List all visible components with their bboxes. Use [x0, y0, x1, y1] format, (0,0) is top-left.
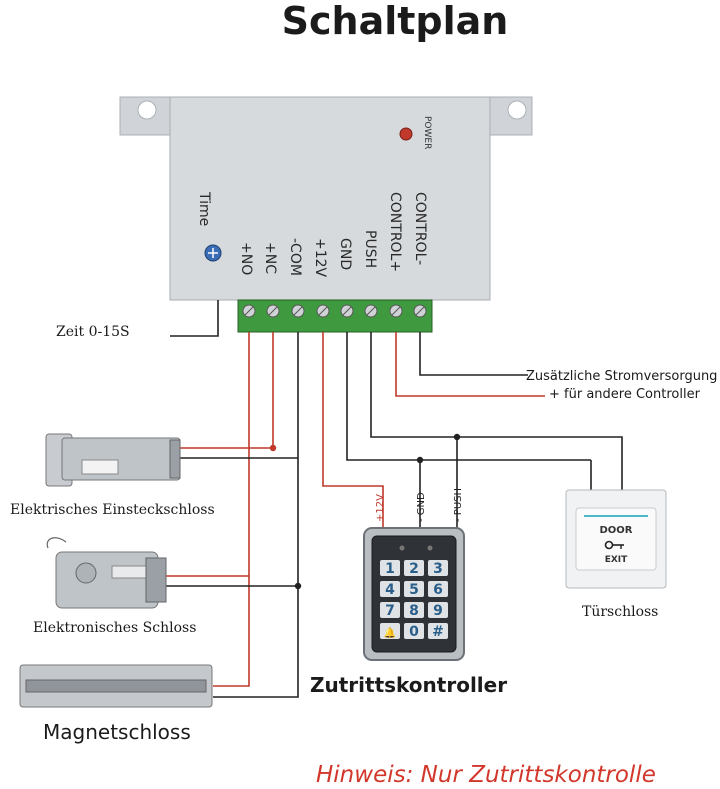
terminal-block-body	[237, 299, 433, 333]
terminal-screw-gnd	[340, 304, 354, 318]
key-2: 2	[409, 561, 419, 577]
electronic-lock-badge	[111, 565, 147, 579]
power-label: POWER	[422, 116, 432, 149]
terminal-screw-push	[364, 304, 378, 318]
term-label-gnd: GND	[337, 238, 353, 270]
key-3: 3	[433, 561, 443, 577]
term-label-12v: +12V	[312, 238, 328, 278]
wire-com-magnet	[213, 332, 299, 698]
key-9: 9	[433, 603, 443, 619]
wire-control-minus	[419, 332, 528, 376]
junction-nc	[269, 444, 277, 452]
wire-tag-12v: +12V	[375, 494, 386, 522]
key-1: 1	[385, 561, 395, 577]
terminal-screw-no	[242, 304, 256, 318]
junction-com	[294, 582, 302, 590]
electronic-lock-cylinder	[75, 562, 97, 584]
wire-push-exit	[457, 436, 623, 490]
electronic-lock-body	[55, 551, 159, 609]
terminal-screw-com	[291, 304, 305, 318]
wire-gnd	[346, 332, 421, 528]
mortise-end	[169, 439, 181, 479]
exit-button: DOOR EXIT	[565, 489, 667, 589]
key-5: 5	[409, 582, 419, 598]
box-body	[169, 96, 491, 301]
terminal-screw-control-plus	[389, 304, 403, 318]
wire-tag-gnd: - GND	[416, 492, 427, 522]
key-icon	[604, 540, 624, 550]
terminal-screw-control-minus	[413, 304, 427, 318]
magnetic-lock	[19, 664, 213, 708]
key-bell-icon: 🔔	[384, 627, 396, 639]
wire-no-magnet	[213, 332, 250, 687]
access-keypad: 1 2 3 4 5 6 7 8 9 🔔 0 #	[363, 527, 465, 661]
mortise-sticker	[81, 459, 119, 475]
term-label-push: PUSH	[362, 230, 378, 268]
mortise-body	[61, 437, 181, 481]
mortise-lock-label: Elektrisches Einsteckschloss	[10, 502, 215, 518]
time-label: Time	[196, 191, 212, 226]
diagram-title: Schaltplan	[282, 0, 509, 43]
magnetic-lock-label: Magnetschloss	[43, 720, 191, 744]
wire-tag-push: - PUSH	[453, 488, 464, 522]
key-6: 6	[433, 582, 443, 598]
key-hash: #	[432, 624, 444, 640]
terminal-block	[237, 299, 433, 333]
mount-hole-left	[137, 100, 157, 120]
extra-power-label-2: + für andere Controller	[549, 387, 701, 402]
key-0: 0	[409, 624, 419, 640]
term-label-control-minus: CONTROL-	[412, 192, 428, 265]
extra-power-label-1: Zusätzliche Stromversorgung	[526, 369, 717, 384]
note-text: Hinweis: Nur Zutrittskontrolle	[316, 762, 656, 788]
wire-push	[370, 332, 458, 528]
exit-button-text-door: DOOR	[599, 525, 632, 536]
term-label-no: +NO	[238, 242, 254, 275]
mount-hole-right	[507, 100, 527, 120]
wire-control-plus	[395, 332, 545, 397]
access-controller-label: Zutrittskontroller	[310, 673, 507, 697]
electronic-lock	[46, 537, 167, 609]
exit-button-text-exit: EXIT	[605, 555, 628, 565]
time-leader-line	[170, 300, 219, 337]
term-label-com: -COM	[287, 238, 303, 276]
time-range-label: Zeit 0-15S	[56, 324, 130, 340]
exit-button-face	[575, 507, 657, 571]
mortise-lock	[45, 433, 181, 487]
controller-box: POWER Time +NO +NC -COM +12V GND PUSH CO…	[119, 96, 533, 301]
door-lock-label: Türschloss	[582, 604, 658, 620]
electronic-lock-bolt	[145, 557, 167, 603]
terminal-screw-nc	[266, 304, 280, 318]
wire-nc-mortise	[178, 332, 274, 449]
term-label-control-plus: CONTROL+	[387, 192, 403, 272]
magnetic-lock-stripe	[25, 679, 207, 693]
keypad-keys: 1 2 3 4 5 6 7 8 9 🔔 0 #	[380, 560, 448, 640]
wires	[160, 332, 623, 698]
key-4: 4	[385, 582, 395, 598]
wire-12v	[322, 332, 384, 528]
terminal-screw-12v	[316, 304, 330, 318]
key-8: 8	[409, 603, 419, 619]
electronic-lock-label: Elektronisches Schloss	[33, 620, 196, 636]
key-7: 7	[385, 603, 395, 619]
term-label-nc: +NC	[262, 242, 278, 274]
power-led	[399, 127, 413, 141]
